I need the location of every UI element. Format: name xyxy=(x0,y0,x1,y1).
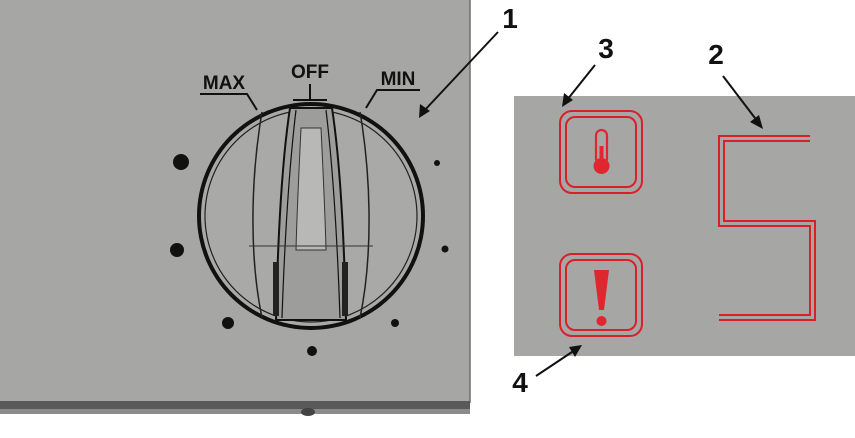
callout-3-arrowhead xyxy=(562,93,573,107)
callout-2-number: 2 xyxy=(708,39,724,70)
knob-grip-line xyxy=(281,109,297,319)
temperature-indicator-outer-frame xyxy=(559,110,643,194)
temperature-indicator-inner-frame xyxy=(565,116,637,188)
label-max: MAX xyxy=(203,73,246,94)
warning-indicator-inner-frame xyxy=(565,259,637,331)
callout-4: 4 xyxy=(512,345,582,398)
scale-dots xyxy=(170,154,449,356)
label-off: OFF xyxy=(291,62,329,83)
scale-dot xyxy=(434,160,440,166)
knob-grip-line xyxy=(252,111,263,319)
panel-screw xyxy=(301,408,315,416)
knob-labels: MAX OFF MIN xyxy=(200,62,420,111)
scale-dot xyxy=(222,317,234,329)
warning-indicator xyxy=(559,253,643,337)
temperature-indicator xyxy=(559,110,643,194)
max-leader-line xyxy=(200,93,258,111)
callout-4-number: 4 xyxy=(512,367,528,398)
callout-3: 3 xyxy=(562,33,614,107)
callout-3-arrow-line xyxy=(566,64,596,101)
warning-indicator-outer-frame xyxy=(559,253,643,337)
callout-2-arrowhead xyxy=(750,115,763,129)
thermometer-bulb xyxy=(593,158,610,174)
panel-bottom-trim xyxy=(0,401,470,409)
exclamation-bar xyxy=(594,270,609,310)
callout-3-number: 3 xyxy=(598,33,614,64)
thermometer-mercury xyxy=(599,146,604,166)
display-panel: 5 xyxy=(514,96,855,356)
callout-4-arrow-line xyxy=(535,349,576,377)
callout-1-number: 1 xyxy=(502,3,518,34)
exclamation-dot xyxy=(596,316,607,326)
callout-4-arrowhead xyxy=(569,345,582,357)
digit-display xyxy=(718,135,816,321)
scale-dot xyxy=(173,154,189,170)
thermometer-icon xyxy=(593,128,610,174)
callout-1-arrow-line xyxy=(422,31,499,113)
panel-bottom-lip xyxy=(0,409,470,414)
label-min: MIN xyxy=(381,69,416,90)
callout-2-arrow-line xyxy=(722,75,759,123)
scale-dot xyxy=(441,245,449,253)
scale-dot xyxy=(170,243,184,257)
knob-grip-highlight xyxy=(295,127,327,251)
scale-dot xyxy=(307,346,317,356)
knob-grip-line xyxy=(325,109,341,319)
min-leader-line xyxy=(365,89,420,109)
exclamation-icon xyxy=(594,270,609,326)
scale-dot xyxy=(391,319,399,327)
knob-shadow xyxy=(342,262,348,316)
knob-grip-line xyxy=(359,111,370,319)
callout-1: 1 xyxy=(419,3,518,118)
callout-1-arrowhead xyxy=(419,104,430,118)
knob-shadow xyxy=(273,262,279,316)
callout-2: 2 xyxy=(708,39,763,129)
temperature-knob[interactable] xyxy=(197,102,425,330)
